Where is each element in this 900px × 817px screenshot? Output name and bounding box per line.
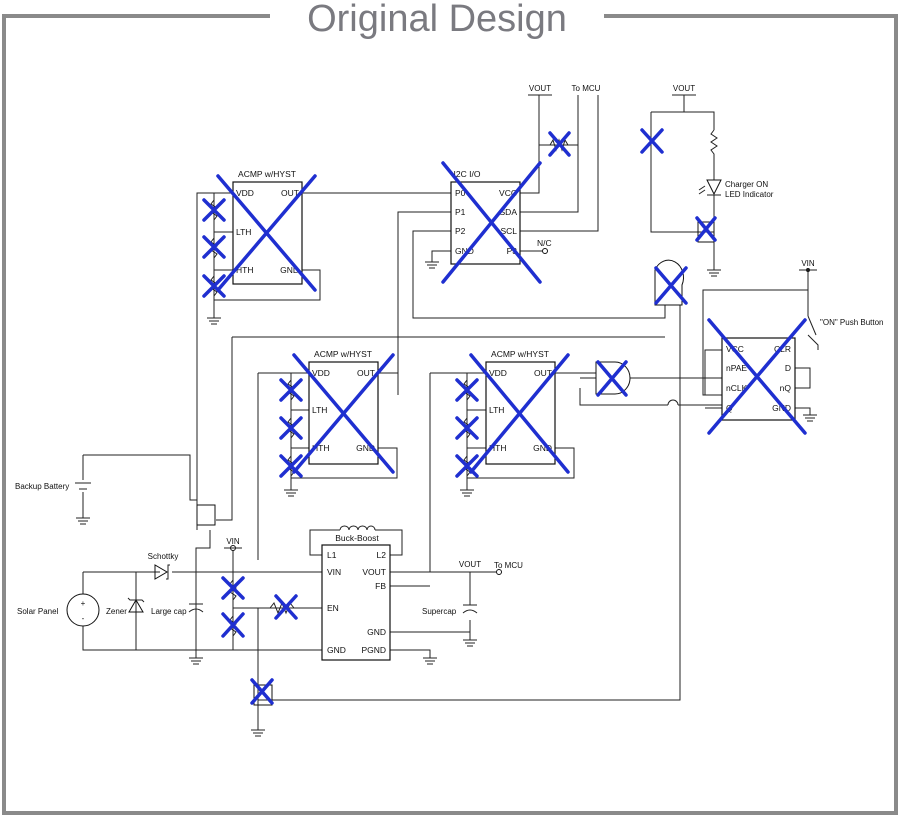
- acmp-mid-vdd: VDD: [312, 368, 330, 378]
- acmp-top-gnd: GND: [280, 265, 299, 275]
- i2c-gnd: GND: [455, 246, 474, 256]
- vout-bottom-label: VOUT: [459, 560, 481, 569]
- acmp-top-block: ACMP w/HYST VDD OUT LTH HTH GND: [232, 169, 303, 285]
- page-title: Original Design: [307, 0, 567, 40]
- acmp-mid-lth: LTH: [312, 405, 327, 415]
- i2c-io-block: I2C I/O P0 P1 P2 GND VCC SDA SCL P3 N/C: [450, 169, 552, 265]
- to-mcu-bottom-label: To MCU: [494, 561, 523, 570]
- i2c-p2: P2: [455, 226, 466, 236]
- acmp-mid-hth: HTH: [312, 443, 329, 453]
- cross-flipflop: [707, 318, 807, 435]
- acmp-right-title: ACMP w/HYST: [491, 349, 549, 359]
- acmp-top-vdd: VDD: [236, 188, 254, 198]
- ff-nclk: nCLK: [726, 383, 748, 393]
- cross-acmp-mid: [292, 353, 395, 474]
- backup-battery-label: Backup Battery: [15, 482, 69, 491]
- supercap-label: Supercap: [422, 607, 457, 616]
- i2c-vcc: VCC: [499, 188, 517, 198]
- ff-d: D: [785, 363, 791, 373]
- vout-top-a-label: VOUT: [529, 84, 551, 93]
- acmp-mid-out: OUT: [357, 368, 375, 378]
- i2c-title: I2C I/O: [454, 169, 481, 179]
- acmp-top-lth: LTH: [236, 227, 251, 237]
- led-indicator-label: LED Indicator: [725, 190, 774, 199]
- zener-label: Zener: [106, 607, 127, 616]
- acmp-right-out: OUT: [534, 368, 552, 378]
- to-mcu-top-label: To MCU: [572, 84, 601, 93]
- on-push-button-label: "ON" Push Button: [820, 318, 884, 327]
- buck-fb: FB: [375, 581, 386, 591]
- buck-pgnd: PGND: [361, 645, 386, 655]
- i2c-nc-label: N/C: [537, 238, 552, 248]
- vin-left-label: VIN: [226, 537, 240, 546]
- acmp-mid-block: ACMP w/HYST VDD OUT LTH HTH GND: [308, 349, 379, 465]
- buck-title: Buck-Boost: [335, 533, 379, 543]
- buck-boost-block: Buck-Boost L1 L2 VIN VOUT FB EN GND GND …: [321, 533, 391, 661]
- charger-on-label: Charger ON: [725, 180, 768, 189]
- acmp-mid-gnd: GND: [356, 443, 375, 453]
- i2c-p1: P1: [455, 207, 466, 217]
- i2c-p3: P3: [507, 246, 518, 256]
- buck-gnd-right: GND: [367, 627, 386, 637]
- outer-frame: [2, 14, 898, 815]
- i2c-p0: P0: [455, 188, 466, 198]
- acmp-top-out: OUT: [281, 188, 299, 198]
- solar-minus-label: -: [82, 614, 85, 623]
- buck-l2: L2: [377, 550, 387, 560]
- vout-top-b-label: VOUT: [673, 84, 695, 93]
- acmp-right-lth: LTH: [489, 405, 504, 415]
- cross-acmp-top: [216, 174, 317, 292]
- cross-i2c: [441, 161, 542, 284]
- buck-l1: L1: [327, 550, 337, 560]
- schottky-label: Schottky: [148, 552, 179, 561]
- ff-npae: nPAE: [726, 363, 747, 373]
- vin-right-label: VIN: [801, 259, 815, 268]
- buck-gnd-left: GND: [327, 645, 346, 655]
- ff-nq: nQ: [780, 383, 792, 393]
- acmp-mid-title: ACMP w/HYST: [314, 349, 372, 359]
- acmp-right-gnd: GND: [533, 443, 552, 453]
- solar-plus-label: +: [81, 599, 86, 608]
- acmp-right-hth: HTH: [489, 443, 506, 453]
- cross-acmp-right: [469, 353, 570, 474]
- i2c-sda: SDA: [500, 207, 518, 217]
- large-cap-label: Large cap: [151, 607, 187, 616]
- removal-marks: [202, 128, 807, 705]
- buck-en: EN: [327, 603, 339, 613]
- buck-vout: VOUT: [362, 567, 386, 577]
- buck-vin: VIN: [327, 567, 341, 577]
- acmp-top-title: ACMP w/HYST: [238, 169, 296, 179]
- i2c-scl: SCL: [500, 226, 517, 236]
- wiring: [82, 94, 819, 730]
- net-labels: VOUT To MCU VOUT Charger ON LED Indicato…: [15, 84, 884, 623]
- acmp-right-block: ACMP w/HYST VDD OUT LTH HTH GND: [485, 349, 556, 465]
- solar-panel-label: Solar Panel: [17, 607, 59, 616]
- acmp-right-vdd: VDD: [489, 368, 507, 378]
- acmp-top-hth: HTH: [236, 265, 253, 275]
